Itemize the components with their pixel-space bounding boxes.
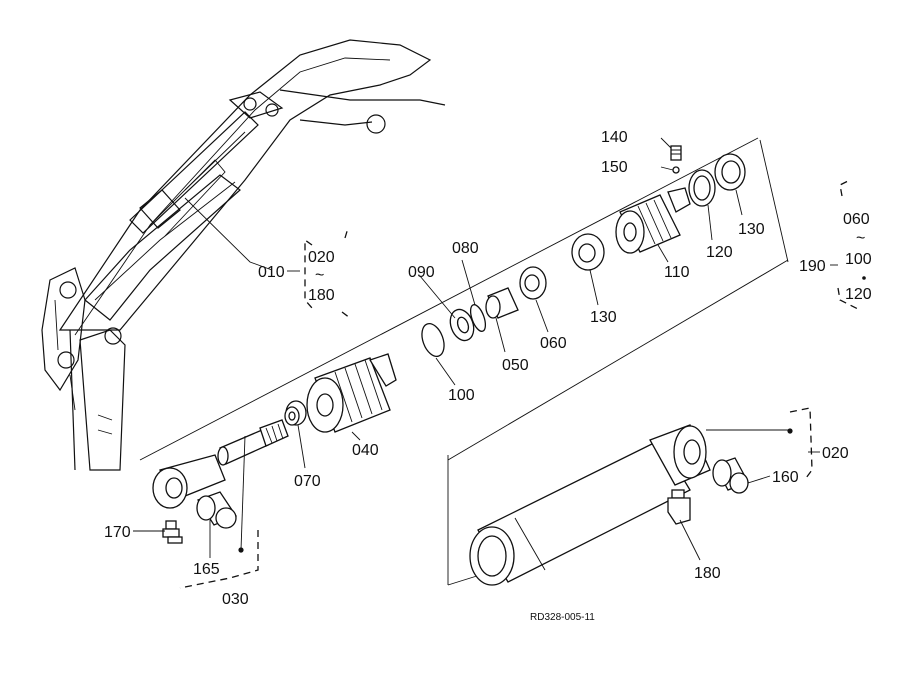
ring-130-top — [714, 153, 746, 191]
cylinder-head-040 — [306, 353, 397, 433]
label-010: 010 — [258, 264, 285, 281]
label-100: 100 — [448, 387, 475, 404]
bushing-165 — [196, 491, 237, 529]
label-160: 160 — [772, 469, 799, 486]
label-130-middle: 130 — [590, 309, 617, 326]
label-110: 110 — [664, 264, 690, 281]
label-090: 090 — [408, 264, 435, 281]
leader-010 — [184, 197, 273, 271]
label-190: 190 — [799, 258, 826, 275]
cylinder-tube — [469, 424, 711, 586]
label-130-top: 130 — [738, 221, 765, 238]
part-labels: 010 020 ~ 180 090 080 100 050 060 130 11… — [104, 129, 872, 623]
leader-lines — [133, 137, 838, 561]
ring-090 — [449, 308, 475, 342]
bushing-050 — [485, 287, 519, 319]
bracket-030 — [179, 530, 259, 589]
label-070: 070 — [294, 473, 321, 490]
label-040: 040 — [352, 442, 379, 459]
boom-arm-illustration — [41, 39, 446, 471]
label-140: 140 — [601, 129, 628, 146]
ring-120 — [688, 169, 716, 207]
label-060-range: 060 — [843, 211, 870, 228]
bushing-160 — [712, 457, 749, 494]
label-120-range: 120 — [845, 286, 872, 303]
label-tilde-upper: ~ — [315, 267, 324, 284]
set-screw-140 — [670, 145, 682, 161]
label-060: 060 — [540, 335, 567, 352]
label-120: 120 — [706, 244, 733, 261]
assembly-axis-right — [447, 259, 789, 461]
label-020-lower: 020 — [822, 445, 849, 462]
label-165: 165 — [193, 561, 220, 578]
piston-110 — [615, 187, 691, 254]
label-050: 050 — [502, 357, 529, 374]
assembly-axis-top — [139, 137, 759, 461]
bracket-190 — [837, 179, 861, 311]
label-100-range: 100 — [845, 251, 872, 268]
ball-150 — [672, 166, 680, 174]
bracket-020-lower — [789, 407, 813, 479]
nut-070 — [284, 400, 307, 426]
drawing-code: RD328-005-11 — [530, 612, 595, 623]
rod-end-eye — [152, 454, 226, 509]
label-080: 080 — [452, 240, 479, 257]
label-030: 030 — [222, 591, 249, 608]
label-180-lower: 180 — [694, 565, 721, 582]
ring-130-middle — [571, 233, 605, 271]
piston-rod — [217, 419, 289, 466]
grease-fitting-180 — [667, 489, 691, 525]
label-tilde-range: ~ — [856, 230, 865, 247]
grease-nipple-170 — [162, 520, 183, 544]
label-150: 150 — [601, 159, 628, 176]
ring-080 — [469, 304, 487, 332]
label-180-upper: 180 — [308, 287, 335, 304]
o-ring-100 — [421, 323, 445, 357]
label-020-upper: 020 — [308, 249, 335, 266]
bracket-020-180 — [304, 238, 313, 309]
washer-060 — [519, 266, 547, 300]
label-170: 170 — [104, 524, 131, 541]
